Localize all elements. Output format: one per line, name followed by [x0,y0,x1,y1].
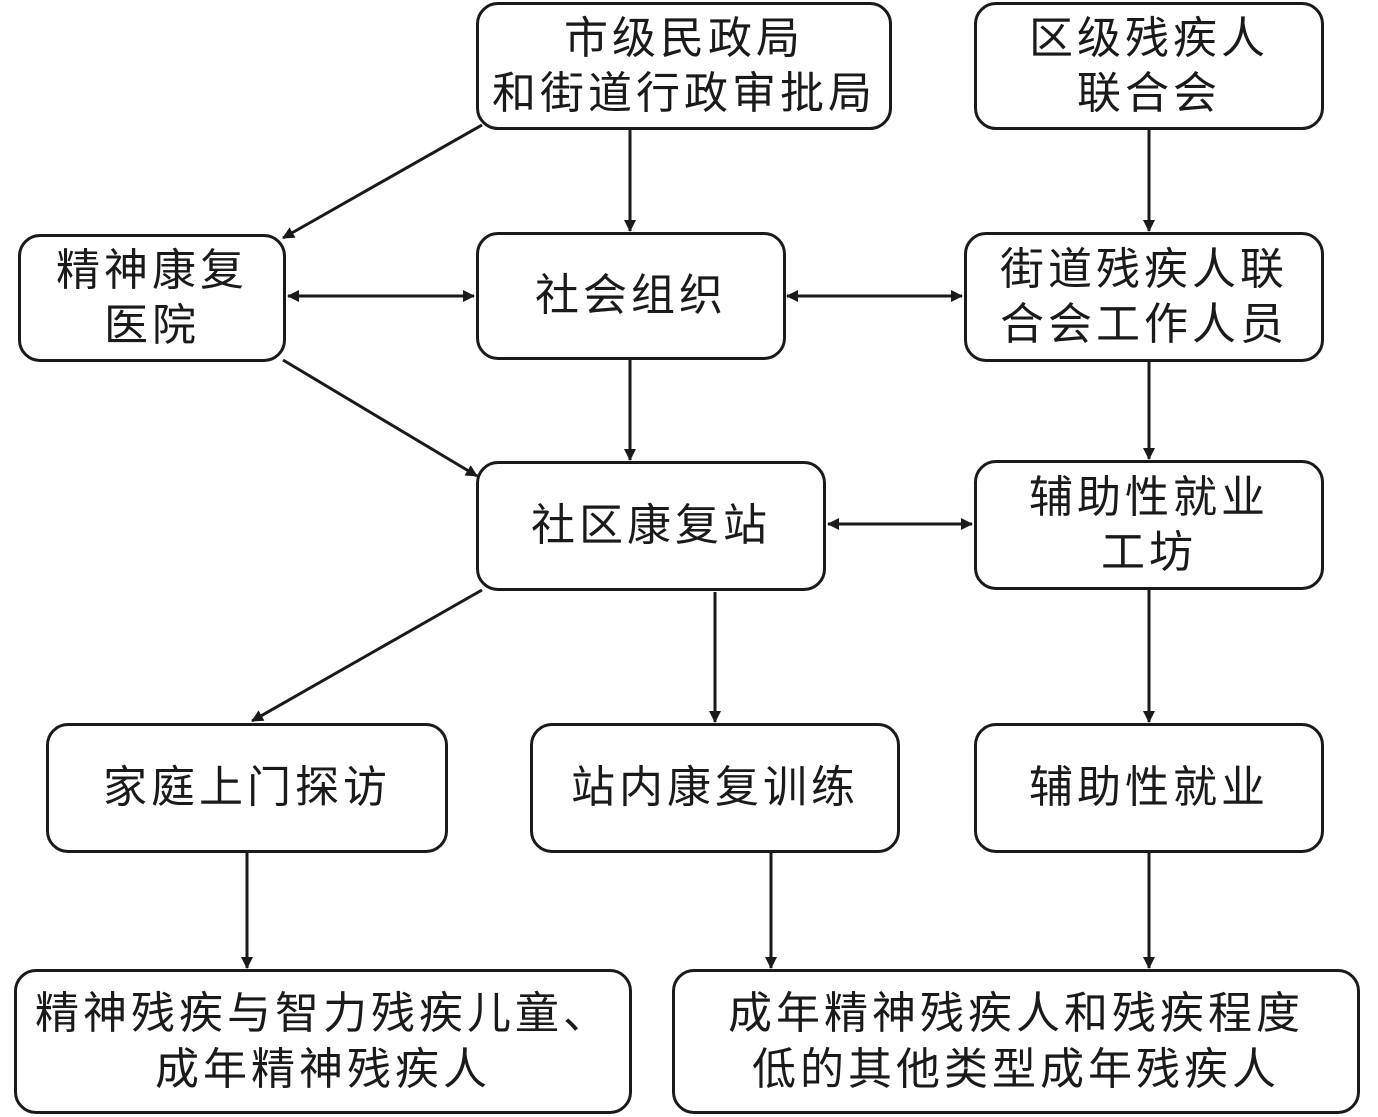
edge-station-to-home-visit [251,588,483,723]
node-assisted-employment-label: 辅助性就业 [1029,762,1269,814]
node-in-station-rehab-training-label: 站内康复训练 [571,762,859,814]
node-home-visit: 家庭上门探访 [46,723,448,853]
node-social-organization-label: 社会组织 [535,270,727,322]
node-city-civil-affairs-label: 市级民政局 和街道行政审批局 [492,12,876,119]
node-street-disabled-federation-staff: 街道残疾人联 合会工作人员 [964,232,1324,362]
node-mental-rehab-hospital-label: 精神康复 医院 [56,244,248,351]
node-city-civil-affairs: 市级民政局 和街道行政审批局 [476,2,892,130]
node-assisted-employment-workshop: 辅助性就业 工坊 [974,460,1324,590]
node-assisted-employment-workshop-label: 辅助性就业 工坊 [1029,471,1269,578]
node-target-children-adults-label: 精神残疾与智力残疾儿童、 成年精神残疾人 [35,988,611,1095]
node-community-rehab-station: 社区康复站 [476,461,826,591]
node-district-disabled-federation: 区级残疾人 联合会 [974,2,1324,130]
node-target-adults-other: 成年精神残疾人和残疾程度 低的其他类型成年残疾人 [672,969,1360,1114]
node-home-visit-label: 家庭上门探访 [103,762,391,814]
node-street-disabled-federation-staff-label: 街道残疾人联 合会工作人员 [1000,243,1288,350]
node-mental-rehab-hospital: 精神康复 医院 [18,234,286,362]
node-target-children-adults: 精神残疾与智力残疾儿童、 成年精神残疾人 [14,969,632,1114]
node-social-organization: 社会组织 [476,232,786,360]
node-community-rehab-station-label: 社区康复站 [531,500,771,552]
node-target-adults-other-label: 成年精神残疾人和残疾程度 低的其他类型成年残疾人 [728,988,1304,1095]
edge-hospital-to-station [282,358,478,478]
node-in-station-rehab-training: 站内康复训练 [530,723,900,853]
node-assisted-employment: 辅助性就业 [974,723,1324,853]
node-district-disabled-federation-label: 区级残疾人 联合会 [1029,12,1269,119]
edge-city-to-hospital [282,123,483,240]
